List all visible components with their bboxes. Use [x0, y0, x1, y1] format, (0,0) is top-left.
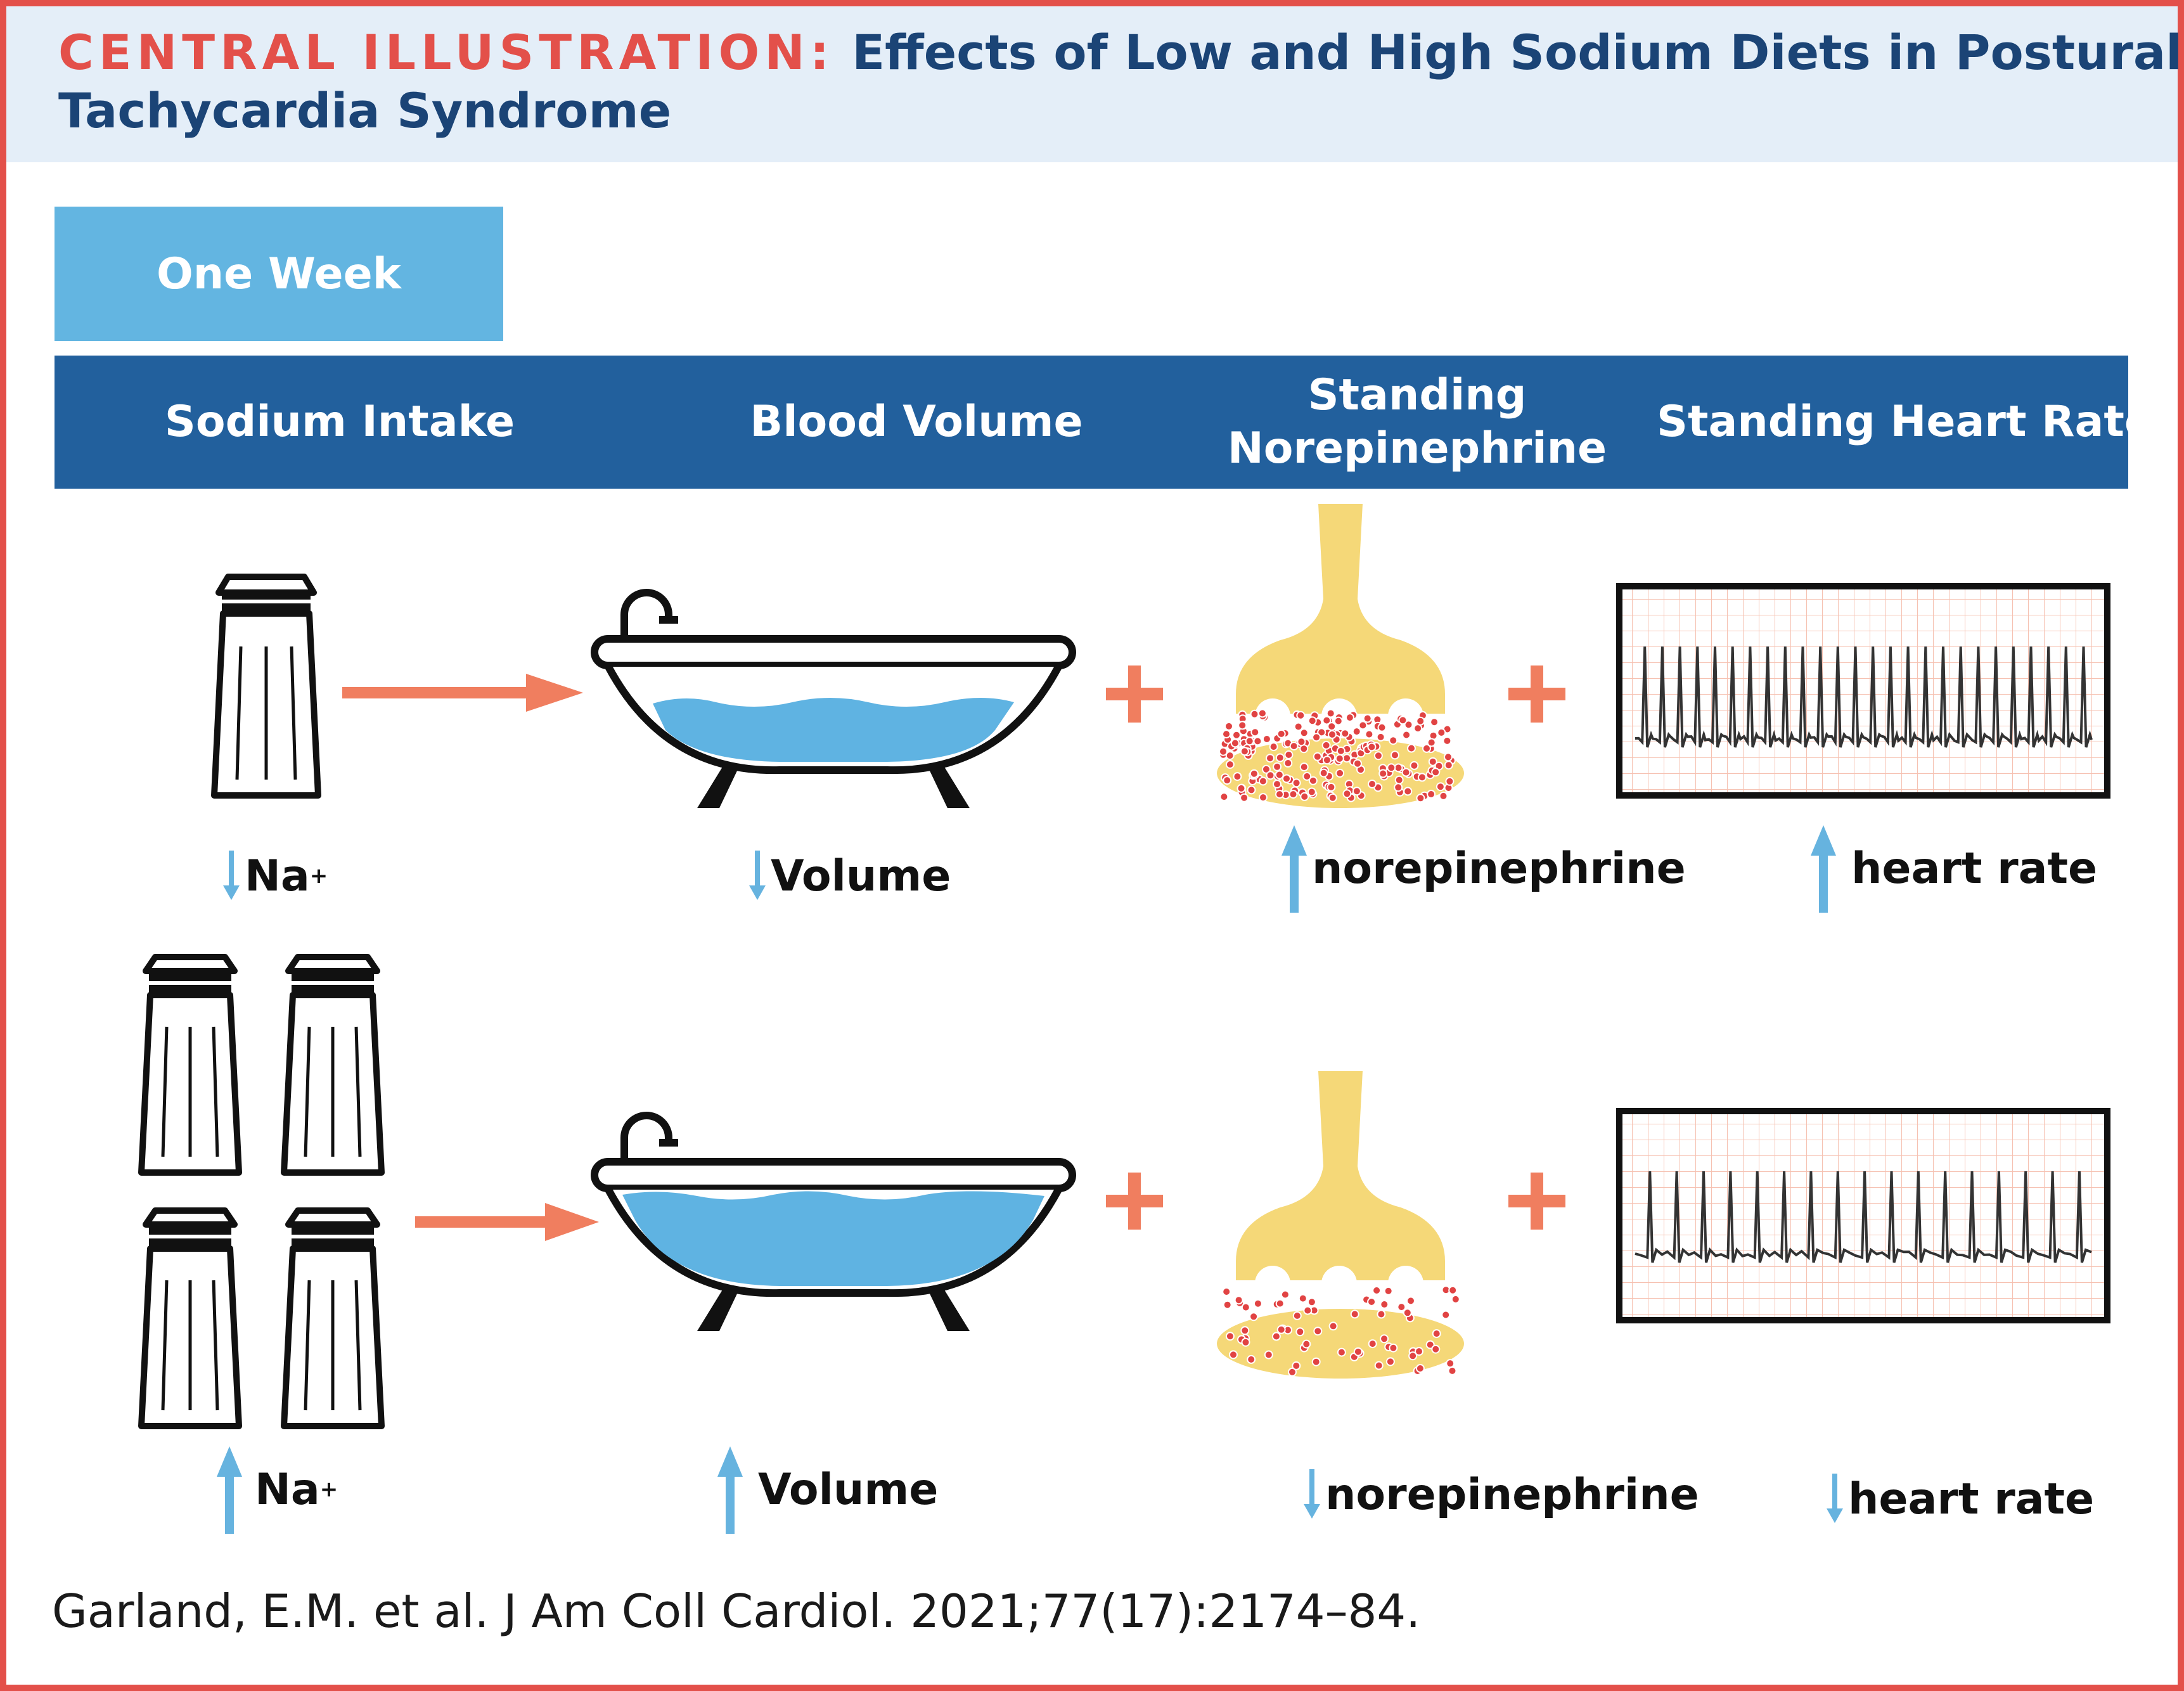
column-norepinephrine-line1: Standing: [1307, 370, 1527, 420]
column-norepinephrine-line2: Norepinephrine: [1227, 423, 1607, 473]
column-standing-heart-rate: Standing Heart Rate: [1656, 397, 2154, 447]
ecg-trace: [1635, 1171, 2092, 1263]
label-na: Na: [245, 851, 310, 901]
label-heart-rate: heart rate: [1848, 1474, 2095, 1524]
label-na: Na: [255, 1464, 320, 1515]
column-header-bar: Sodium Intake Blood Volume Standing Nore…: [55, 356, 2154, 489]
norepinephrine-granules: [1222, 1285, 1460, 1377]
title-line-2: Tachycardia Syndrome: [58, 82, 672, 139]
indicator-heart-rate-low: heart rate: [1825, 1474, 2094, 1524]
up-arrow-icon: [1281, 825, 1307, 913]
bathtub-high-water-icon: [591, 1112, 1076, 1331]
down-arrow-icon: [223, 851, 240, 900]
plus-icon: [1106, 665, 1163, 723]
down-arrow-icon: [1304, 1469, 1320, 1519]
ecg-trace: [1635, 646, 2093, 748]
plus-icon: [1106, 1173, 1163, 1230]
ecg-fast-heart-rate-icon: [1616, 583, 2110, 799]
label-norepinephrine: norepinephrine: [1325, 1469, 1699, 1520]
arrow-icon: [415, 1203, 599, 1241]
neuron-terminal-low-norepinephrine-icon: [1217, 1071, 1464, 1379]
plus-icon: [1508, 1173, 1565, 1230]
citation: Garland, E.M. et al. J Am Coll Cardiol. …: [52, 1585, 1421, 1638]
indicator-volume-high: Volume: [716, 1445, 938, 1534]
four-salt-shakers-icon: [136, 951, 402, 1439]
column-blood-volume: Blood Volume: [750, 397, 1083, 447]
label-volume: Volume: [771, 851, 951, 901]
indicator-volume-low: Volume: [748, 851, 951, 901]
indicator-norepinephrine-high: norepinephrine: [1280, 824, 1686, 913]
ecg-slow-heart-rate-icon: [1616, 1108, 2110, 1323]
title-text: Effects of Low and High Sodium Diets in …: [852, 24, 2183, 80]
indicator-na-high: Na+: [215, 1445, 338, 1534]
header: CENTRAL ILLUSTRATION: Effects of Low and …: [6, 6, 2182, 162]
bathtub-low-water-icon: [591, 589, 1076, 808]
column-standing-norepinephrine: Standing Norepinephrine: [1164, 356, 1671, 489]
label-norepinephrine: norepinephrine: [1312, 843, 1686, 894]
indicator-norepinephrine-low: norepinephrine: [1302, 1469, 1699, 1520]
label-heart-rate: heart rate: [1851, 843, 2098, 894]
column-sodium-intake: Sodium Intake: [164, 397, 515, 447]
central-illustration-label: CENTRAL ILLUSTRATION:: [58, 24, 835, 80]
salt-shaker-icon: [211, 574, 321, 799]
indicator-heart-rate-high: heart rate: [1809, 824, 2097, 913]
indicator-na-low: Na+: [222, 851, 328, 901]
arrow-icon: [342, 674, 583, 712]
up-arrow-icon: [1811, 825, 1836, 913]
down-arrow-icon: [1827, 1474, 1843, 1523]
down-arrow-icon: [749, 851, 766, 900]
label-volume: Volume: [758, 1464, 939, 1515]
one-week-box: One Week: [55, 207, 503, 341]
up-arrow-icon: [717, 1446, 743, 1534]
up-arrow-icon: [217, 1446, 242, 1534]
title-line-1: CENTRAL ILLUSTRATION: Effects of Low and …: [58, 24, 2182, 81]
neuron-terminal-high-norepinephrine-icon: [1217, 504, 1464, 808]
norepinephrine-granules: [1219, 709, 1456, 803]
plus-icon: [1508, 665, 1565, 723]
